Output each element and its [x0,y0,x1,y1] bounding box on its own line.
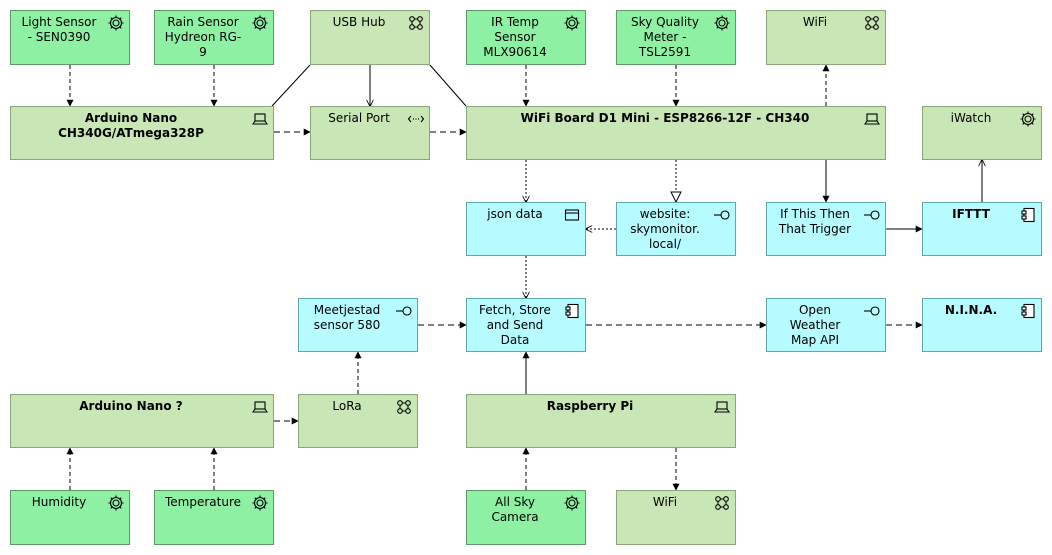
gear-icon [1019,110,1037,128]
node-raspberry-pi[interactable]: Raspberry Pi [466,394,736,448]
node-light-sensor[interactable]: Light Sensor - SEN0390 [10,10,130,65]
node-label: All Sky Camera [491,495,539,524]
edge-usb-to-arduino [271,64,311,107]
node-label: WiFi [652,495,678,509]
node-label: Fetch, Store and Send Data [479,303,551,347]
node-serial-port[interactable]: Serial Port [310,106,430,160]
node-label: WiFi [802,15,828,29]
node-label: IR Temp Sensor MLX90614 [483,15,547,59]
node-label: Raspberry Pi [546,399,634,413]
node-usb-hub[interactable]: USB Hub [310,10,430,65]
node-label: USB Hub [332,15,386,29]
node-label: LoRa [332,399,362,413]
node-label: Light Sensor - SEN0390 [21,15,97,44]
gear-icon [107,14,125,32]
node-label: Meetjestad sensor 580 [313,303,381,332]
node-label: WiFi Board D1 Mini - ESP8266-12F - CH340 [520,111,810,125]
gear-icon [251,14,269,32]
node-arduino-nano-unknown[interactable]: Arduino Nano ? [10,394,274,448]
laptop-icon [251,398,269,416]
node-nina[interactable]: N.I.N.A. [922,298,1042,352]
network-icon [407,14,425,32]
node-json-data[interactable]: json data [466,202,586,256]
node-label: Humidity [31,495,87,509]
service-icon [863,302,881,320]
gear-icon [563,494,581,512]
laptop-icon [863,110,881,128]
node-label: Arduino Nano ? [79,399,183,413]
network-icon [713,494,731,512]
service-icon [713,206,731,224]
node-all-sky-camera[interactable]: All Sky Camera [466,490,586,545]
gear-icon [713,14,731,32]
node-wifi-bottom[interactable]: WiFi [616,490,736,545]
node-meetjestad[interactable]: Meetjestad sensor 580 [298,298,418,352]
node-label: website: skymonitor. local/ [630,207,700,251]
node-ifttt-trigger[interactable]: If This Then That Trigger [766,202,886,256]
network-icon [395,398,413,416]
node-fetch-store[interactable]: Fetch, Store and Send Data [466,298,586,352]
edge-usb-to-wifiboard [429,64,467,107]
node-label: Arduino Nano CH340G/ATmega328P [58,111,204,140]
node-temperature[interactable]: Temperature [154,490,274,545]
node-arduino-nano[interactable]: Arduino Nano CH340G/ATmega328P [10,106,274,160]
service-icon [395,302,413,320]
laptop-icon [713,398,731,416]
gear-icon [563,14,581,32]
node-label: If This Then That Trigger [778,207,852,236]
node-sky-quality-meter[interactable]: Sky Quality Meter - TSL2591 [616,10,736,65]
component-icon [1019,206,1037,224]
node-iwatch[interactable]: iWatch [922,106,1042,160]
component-icon [563,302,581,320]
node-humidity[interactable]: Humidity [10,490,130,545]
node-rain-sensor[interactable]: Rain Sensor Hydreon RG- 9 [154,10,274,65]
node-label: iWatch [950,111,992,125]
node-label: Rain Sensor Hydreon RG- 9 [164,15,242,59]
interface-icon [407,110,425,128]
node-ifttt[interactable]: IFTTT [922,202,1042,256]
node-website[interactable]: website: skymonitor. local/ [616,202,736,256]
node-wifi-board[interactable]: WiFi Board D1 Mini - ESP8266-12F - CH340 [466,106,886,160]
node-label: Sky Quality Meter - TSL2591 [631,15,699,59]
node-ir-temp-sensor[interactable]: IR Temp Sensor MLX90614 [466,10,586,65]
laptop-icon [251,110,269,128]
node-label: N.I.N.A. [944,303,998,317]
node-label: Open Weather Map API [789,303,841,347]
gear-icon [251,494,269,512]
node-lora[interactable]: LoRa [298,394,418,448]
window-icon [563,206,581,224]
component-icon [1019,302,1037,320]
network-icon [863,14,881,32]
gear-icon [107,494,125,512]
node-label: IFTTT [952,207,990,221]
service-icon [863,206,881,224]
node-label: Serial Port [328,111,390,125]
node-label: Temperature [164,495,241,509]
node-label: json data [487,207,543,221]
node-wifi-top[interactable]: WiFi [766,10,886,65]
node-openweather[interactable]: Open Weather Map API [766,298,886,352]
